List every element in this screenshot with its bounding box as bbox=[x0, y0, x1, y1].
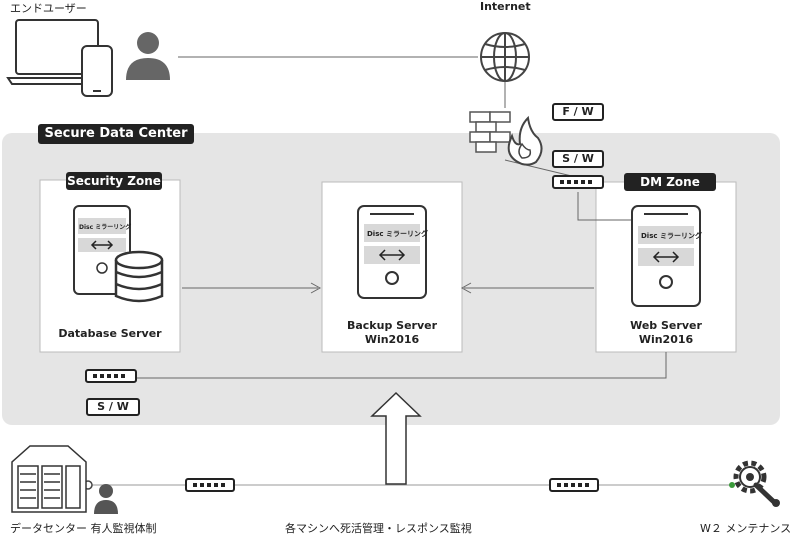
datacenter-building-icon bbox=[11, 445, 87, 513]
security-zone-title: Security Zone bbox=[66, 172, 162, 190]
maintenance-label: W２ メンテナンス bbox=[700, 522, 792, 535]
database-server-label: Database Server bbox=[58, 327, 162, 340]
maintenance-gear-icon bbox=[733, 460, 780, 507]
web-server-label-1: Web Server bbox=[630, 319, 702, 332]
datacenter-title: Secure Data Center bbox=[38, 124, 194, 144]
web-disk-label: Disc ミラーリング bbox=[641, 232, 702, 240]
backup-server-icon bbox=[357, 205, 427, 299]
maintenance-node-dot bbox=[729, 482, 735, 488]
backup-server-label-1: Backup Server bbox=[346, 319, 438, 332]
monitor-up-arrow bbox=[370, 391, 422, 485]
end-user-icon bbox=[126, 32, 170, 80]
switch-tag-top: S / W bbox=[552, 150, 604, 168]
end-user-label: エンドユーザー bbox=[10, 2, 87, 15]
web-server-icon bbox=[631, 205, 701, 307]
lower-switch-link bbox=[134, 352, 667, 379]
switch-bottom-right-icon bbox=[549, 478, 599, 492]
switch-lower-icon bbox=[85, 369, 137, 383]
switch-web-link bbox=[577, 192, 632, 221]
switch-top-icon bbox=[552, 175, 604, 189]
firewall-tag: F / W bbox=[552, 103, 604, 121]
db-to-backup-arrowhead bbox=[310, 282, 322, 294]
globe-icon bbox=[480, 32, 530, 82]
web-server-label-2: Win2016 bbox=[638, 333, 694, 346]
internet-label: Internet bbox=[480, 0, 531, 13]
dm-zone-title: DM Zone bbox=[624, 173, 716, 191]
backup-disk-label: Disc ミラーリング bbox=[367, 230, 428, 238]
web-to-backup-arrowhead bbox=[460, 282, 472, 294]
db-disk-label: Disc ミラーリング bbox=[79, 224, 132, 231]
staff-icon bbox=[94, 484, 118, 514]
monitor-label: 各マシンへ死活管理・レスポンス監視 bbox=[285, 522, 472, 535]
database-icon bbox=[114, 250, 164, 303]
staff-label: データセンター 有人監視体制 bbox=[10, 522, 157, 535]
firewall-icon bbox=[469, 111, 543, 166]
backup-server-label-2: Win2016 bbox=[364, 333, 420, 346]
smartphone-icon bbox=[81, 45, 113, 97]
switch-bottom-left-icon bbox=[185, 478, 235, 492]
switch-tag-bottom: S / W bbox=[86, 398, 140, 416]
